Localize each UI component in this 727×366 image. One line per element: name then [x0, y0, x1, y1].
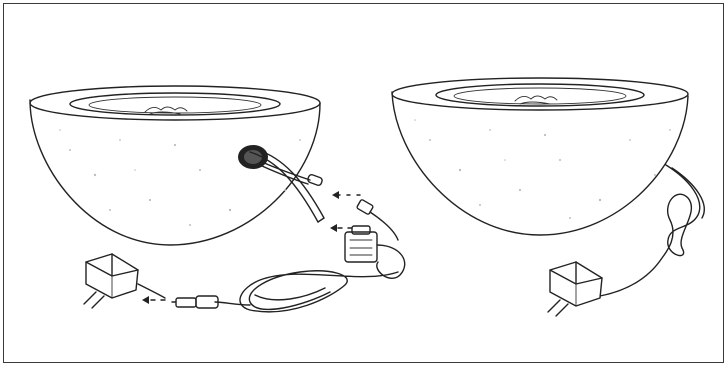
arrow-icon [142, 296, 165, 304]
right-panel [392, 78, 704, 316]
inline-connector [172, 296, 218, 308]
stone-texture-right [414, 119, 671, 219]
arrow-icon [332, 191, 360, 199]
stone-texture-left [59, 129, 301, 226]
left-panel [30, 86, 405, 312]
arrow-icon [330, 224, 352, 232]
pump-icon [345, 226, 405, 278]
fire-bowl-left [30, 86, 320, 245]
power-cable-coil-left [215, 271, 398, 312]
fire-bowl-right [392, 78, 688, 235]
power-cable-right [600, 165, 704, 296]
plug-icon [548, 262, 602, 316]
cable-grommet [238, 145, 268, 169]
